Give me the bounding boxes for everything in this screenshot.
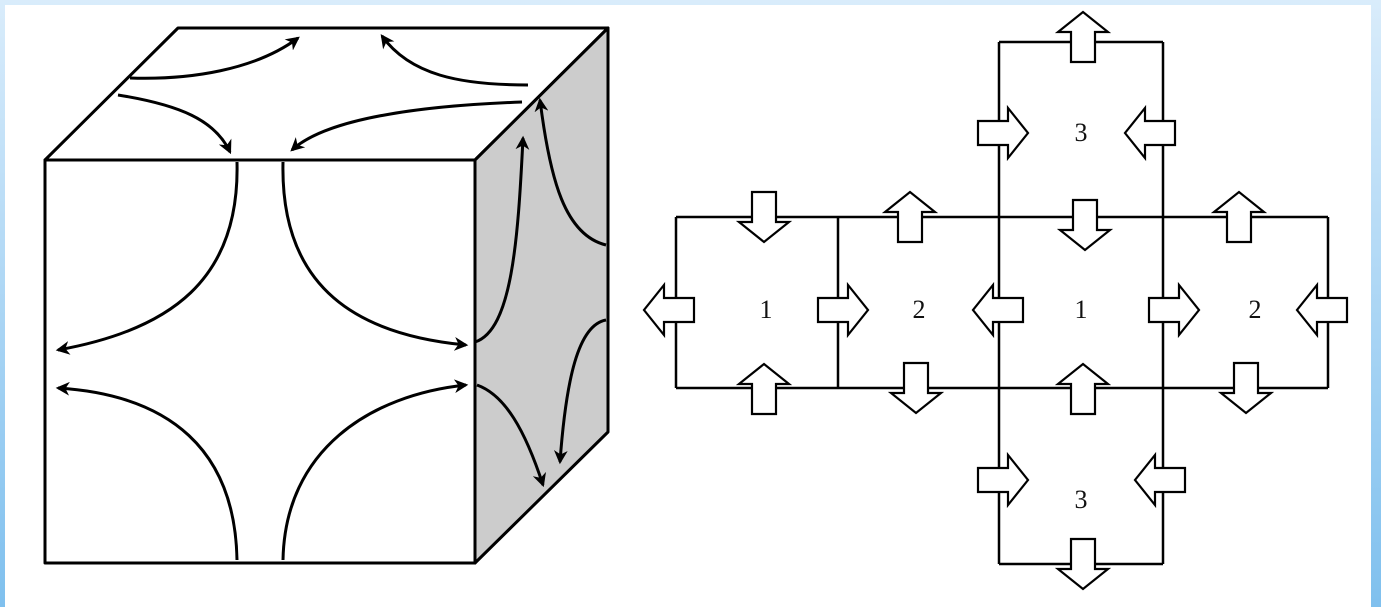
- flow-arrow: [55, 161, 239, 355]
- flow-arrow: [380, 34, 529, 87]
- net-face-labels: 1 2 1 2 3 3: [760, 118, 1262, 514]
- cube: [43, 26, 610, 565]
- front-face-flow: [55, 161, 469, 561]
- flow-arrow: [281, 379, 469, 561]
- block-arrow-right: [976, 451, 1030, 509]
- block-arrow-down: [735, 190, 793, 244]
- block-arrow-up: [1054, 10, 1112, 64]
- flow-arrow: [534, 97, 607, 247]
- face-label: 2: [1249, 295, 1262, 324]
- face-label: 2: [913, 295, 926, 324]
- block-arrows: [642, 10, 1349, 591]
- block-arrow-right: [1147, 281, 1201, 339]
- block-arrow-left: [1133, 451, 1187, 509]
- cube-front-face: [43, 158, 477, 565]
- face-label: 1: [1075, 295, 1088, 324]
- block-arrow-up: [1054, 362, 1112, 416]
- face-label: 1: [760, 295, 773, 324]
- block-arrow-right: [976, 104, 1030, 162]
- block-arrow-up: [735, 362, 793, 416]
- block-arrow-down: [1217, 361, 1275, 415]
- block-arrow-left: [642, 281, 696, 339]
- flow-arrow: [474, 135, 530, 344]
- flow-arrow: [129, 36, 300, 80]
- flow-arrow: [553, 318, 607, 465]
- flow-arrow: [117, 93, 232, 155]
- flow-arrow: [55, 381, 239, 561]
- side-face-flow: [474, 97, 607, 488]
- flow-arrow: [281, 161, 469, 351]
- block-arrow-up: [881, 190, 939, 244]
- flow-arrow: [290, 100, 523, 152]
- block-arrow-left: [971, 281, 1025, 339]
- block-arrow-down: [887, 361, 945, 415]
- top-face-flow: [117, 34, 529, 155]
- block-arrow-left: [1123, 104, 1177, 162]
- face-label: 3: [1075, 485, 1088, 514]
- block-arrow-down: [1054, 537, 1112, 591]
- block-arrow-right: [816, 281, 870, 339]
- block-arrow-up: [1210, 190, 1268, 244]
- face-label: 3: [1075, 118, 1088, 147]
- block-arrow-left: [1295, 281, 1349, 339]
- block-arrow-down: [1056, 198, 1114, 252]
- flow-arrow: [476, 383, 546, 488]
